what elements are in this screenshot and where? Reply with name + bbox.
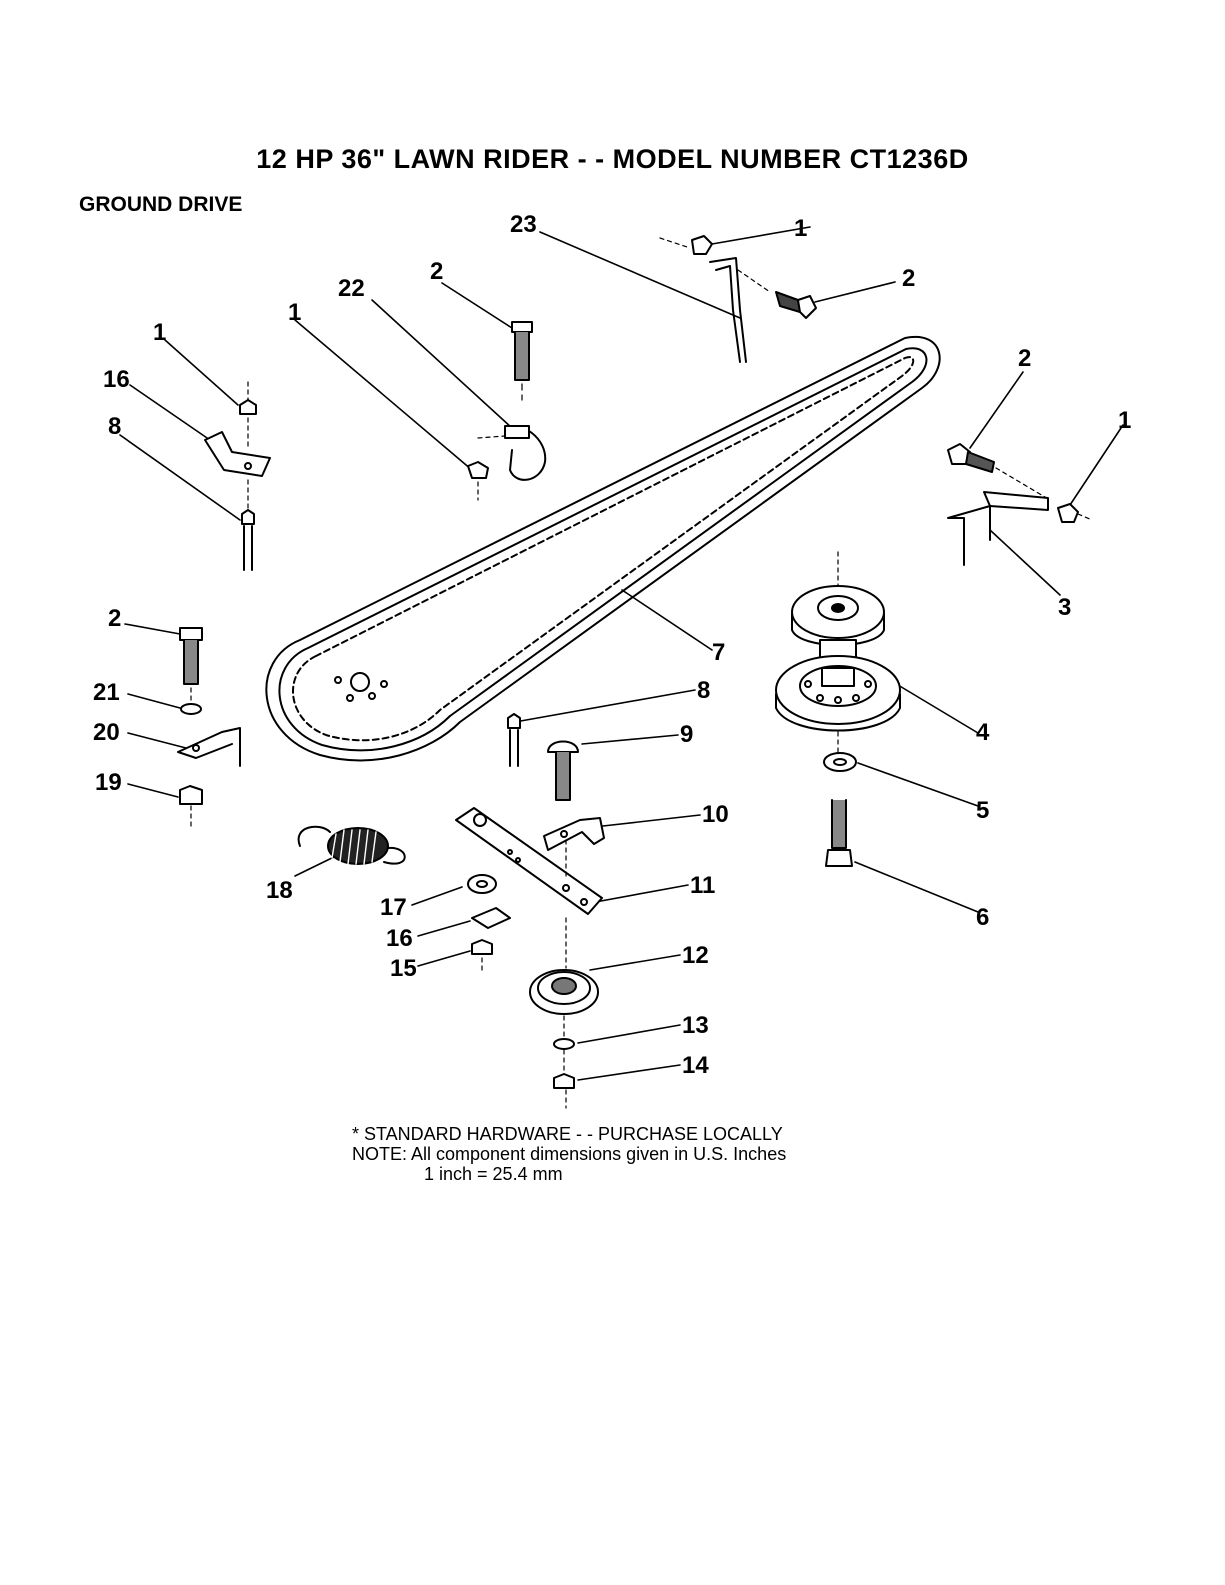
standard-hardware-note: * STANDARD HARDWARE - - PURCHASE LOCALLY xyxy=(352,1124,786,1144)
callout-15: 15 xyxy=(390,955,417,982)
spring-part-18 xyxy=(299,827,405,864)
callout-17: 17 xyxy=(380,894,407,921)
callout-3: 3 xyxy=(1058,594,1071,621)
callout-14: 14 xyxy=(682,1052,709,1079)
callout-8-center: 8 xyxy=(697,677,710,704)
callout-1-top: 1 xyxy=(794,215,807,242)
callout-19: 19 xyxy=(95,769,122,796)
callout-9: 9 xyxy=(680,721,693,748)
callout-1-left: 1 xyxy=(153,319,166,346)
upper-bracket-assembly xyxy=(660,236,816,362)
callout-10: 10 xyxy=(702,801,729,828)
callout-5: 5 xyxy=(976,797,989,824)
tension-hook-assembly xyxy=(468,322,545,500)
callout-12: 12 xyxy=(682,942,709,969)
callout-1-right: 1 xyxy=(1118,407,1131,434)
dimensions-note: NOTE: All component dimensions given in … xyxy=(352,1144,786,1164)
callout-7: 7 xyxy=(712,639,725,666)
idler-arm-assembly xyxy=(456,808,604,972)
drive-pulley-assembly xyxy=(776,552,900,866)
callout-2-right: 2 xyxy=(1018,345,1031,372)
callout-8-upper: 8 xyxy=(108,413,121,440)
callout-4: 4 xyxy=(976,719,990,746)
callout-23: 23 xyxy=(510,211,537,238)
notes-block: * STANDARD HARDWARE - - PURCHASE LOCALLY… xyxy=(352,1124,786,1184)
callout-13: 13 xyxy=(682,1012,709,1039)
callout-1-center: 1 xyxy=(288,299,301,326)
callout-20: 20 xyxy=(93,719,120,746)
left-lower-assembly xyxy=(178,628,240,826)
right-bracket-assembly xyxy=(948,444,1092,565)
callout-22: 22 xyxy=(338,275,365,302)
callout-numbers: 1 2 23 1 2 22 2 1 16 8 1 2 3 21 20 19 7 … xyxy=(93,211,1131,1079)
center-pin-bolt xyxy=(508,714,578,800)
callout-18: 18 xyxy=(266,877,293,904)
callout-11: 11 xyxy=(690,872,715,899)
callout-16-lower: 16 xyxy=(386,925,413,952)
callout-2-left: 2 xyxy=(108,605,121,632)
leader-lines xyxy=(120,227,1123,1080)
left-clip-assembly xyxy=(205,382,270,570)
conversion-note: 1 inch = 25.4 mm xyxy=(352,1164,786,1184)
idler-pulley-assembly xyxy=(530,918,598,1108)
callout-16-upper: 16 xyxy=(103,366,130,393)
callout-21: 21 xyxy=(93,679,120,706)
callout-6: 6 xyxy=(976,904,989,931)
callout-2-center: 2 xyxy=(430,258,443,285)
callout-2-top-right: 2 xyxy=(902,265,915,292)
